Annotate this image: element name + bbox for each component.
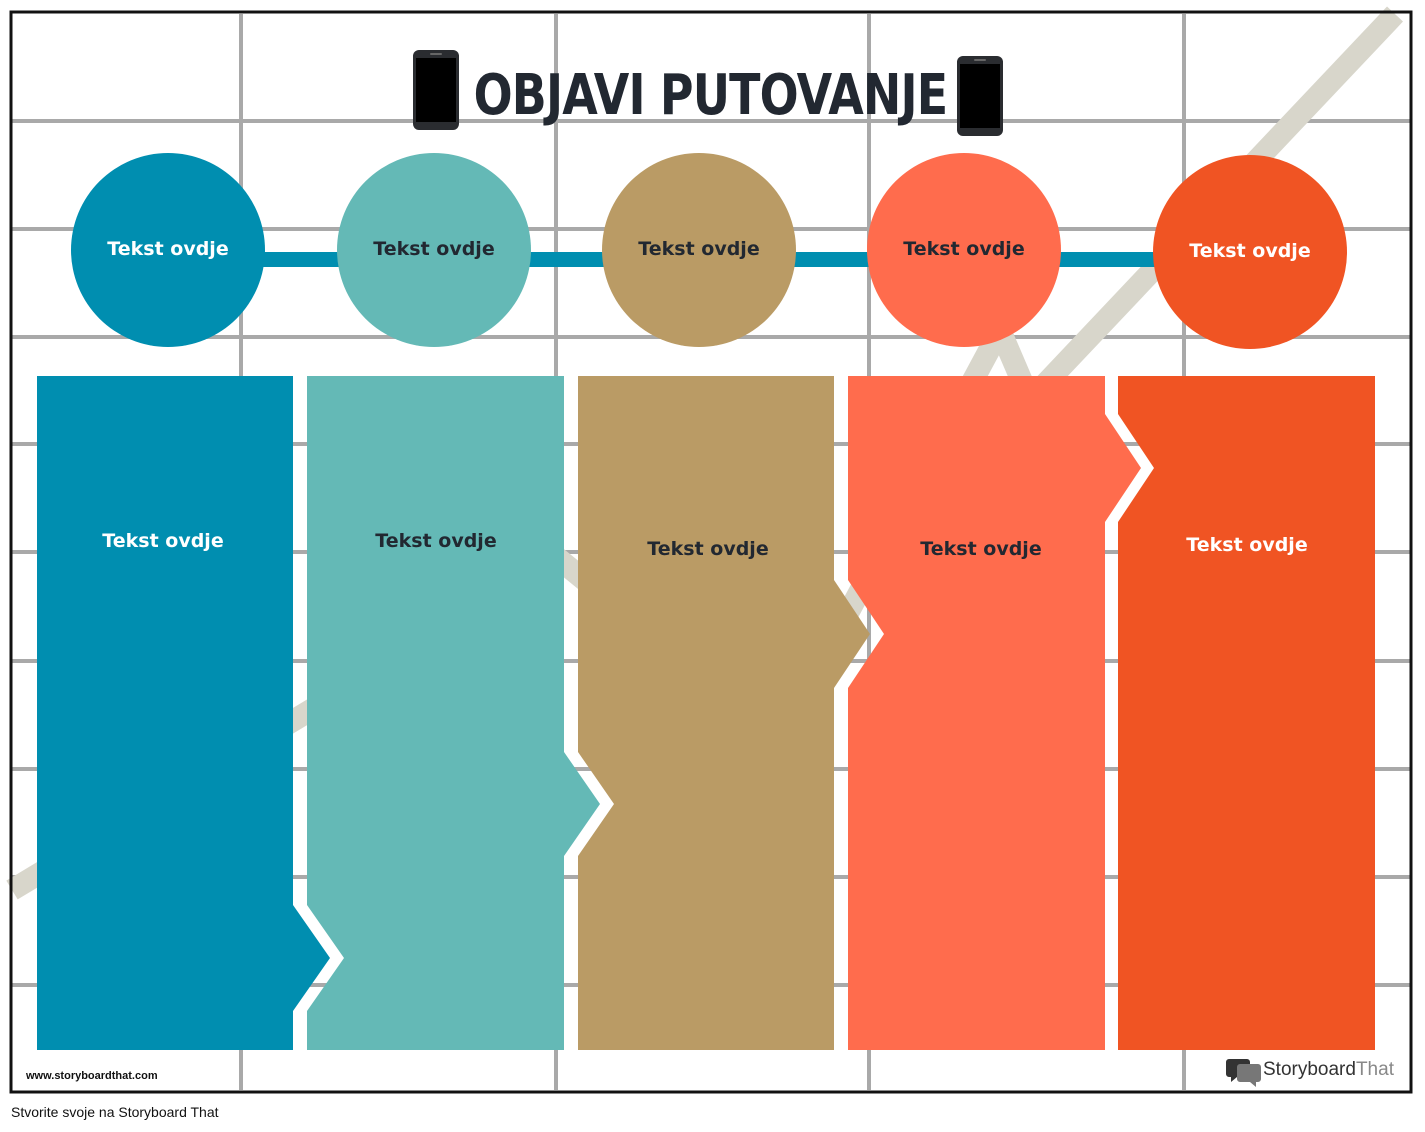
stage-column[interactable]: Tekst ovdje [848,376,1141,1050]
stage-column-text: Tekst ovdje [375,530,496,552]
brand-name-part2: That [1356,1059,1395,1080]
stage-column[interactable]: Tekst ovdje [578,376,870,1050]
stage-column[interactable]: Tekst ovdje [37,376,330,1050]
stage-circle-text: Tekst ovdje [1189,240,1310,262]
stage-column[interactable]: Tekst ovdje [307,376,600,1050]
page-title: OBJAVI PUTOVANJE [474,63,948,129]
stage-circle[interactable]: Tekst ovdje [71,153,265,347]
poster-frame [9,10,1413,1094]
smartphone-icon [957,56,1003,136]
stage-circle[interactable]: Tekst ovdje [1153,155,1347,349]
stage-circle-text: Tekst ovdje [107,238,228,260]
storyboardthat-logo[interactable]: StoryboardThat [1226,1059,1395,1087]
stage-column-text: Tekst ovdje [920,538,1041,560]
stage-circle-text: Tekst ovdje [373,238,494,260]
stage-circle-text: Tekst ovdje [638,238,759,260]
smartphone-icon [413,50,459,130]
stage-column-text: Tekst ovdje [1186,534,1307,556]
website-url[interactable]: www.storyboardthat.com [25,1070,158,1082]
stage-circle[interactable]: Tekst ovdje [602,153,796,347]
brand-name-part1: Storyboard [1263,1059,1356,1080]
stage-column-text: Tekst ovdje [647,538,768,560]
stage-column-text: Tekst ovdje [102,530,223,552]
stage-circle[interactable]: Tekst ovdje [867,153,1061,347]
svg-text:StoryboardThat: StoryboardThat [1263,1059,1395,1080]
stage-circle-text: Tekst ovdje [903,238,1024,260]
footer-note[interactable]: Stvorite svoje na Storyboard That [11,1104,219,1120]
speech-bubbles-icon [1226,1059,1261,1087]
stage-circle[interactable]: Tekst ovdje [337,153,531,347]
stage-column[interactable]: Tekst ovdje [1118,376,1375,1050]
